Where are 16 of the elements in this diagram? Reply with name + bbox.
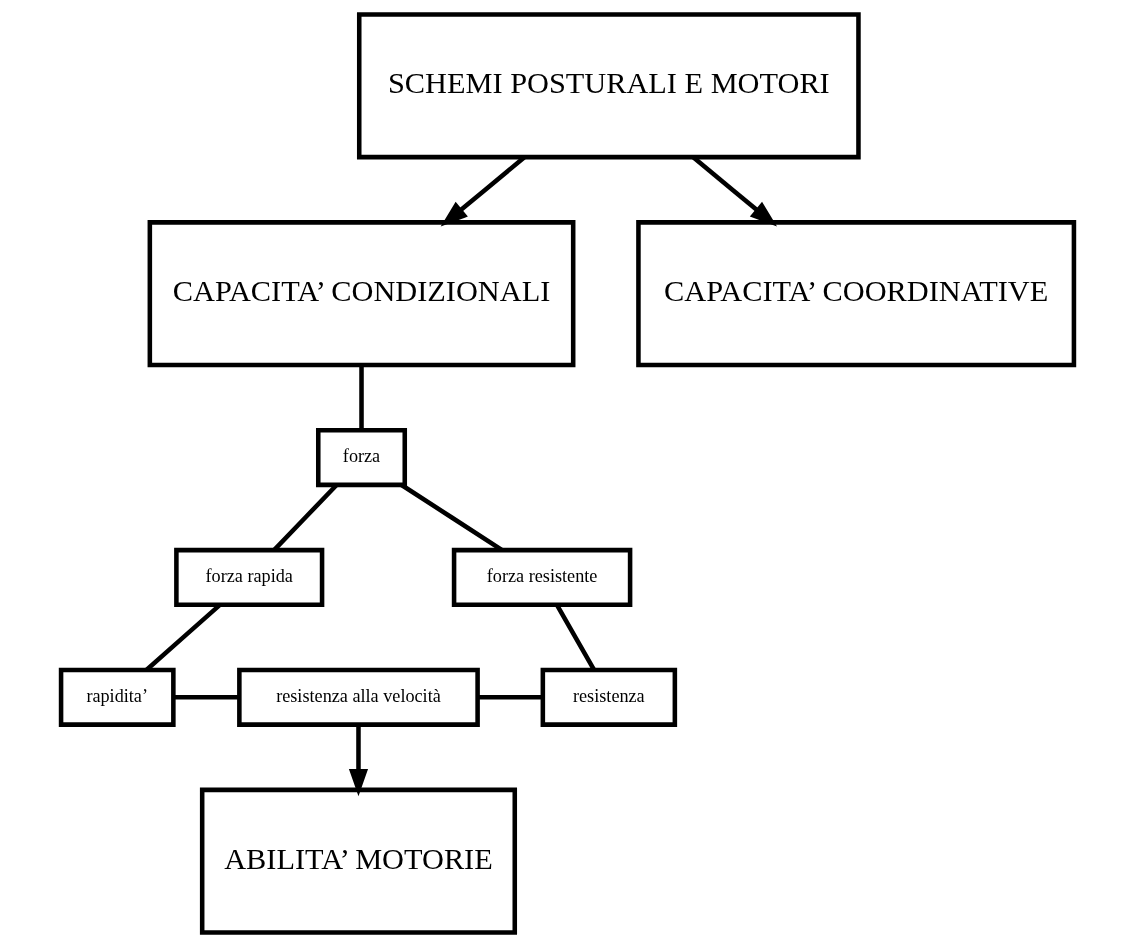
node-box: resistenza alla velocità [236, 667, 480, 727]
node-box: ABILITA’ MOTORIE [199, 787, 517, 935]
node-box: forza rapida [173, 547, 324, 608]
connector [271, 483, 338, 552]
node-box: rapidita’ [58, 667, 176, 727]
connector [173, 695, 239, 700]
arrow [348, 724, 368, 797]
node-box: CAPACITA’ COORDINATIVE [635, 220, 1076, 368]
node-box: CAPACITA’ CONDIZIONALI [147, 220, 575, 368]
node-box: forza [315, 427, 407, 488]
connector [358, 365, 364, 431]
node-box: resistenza [540, 667, 677, 727]
connector [554, 603, 596, 672]
node-box: SCHEMI POSTURALI E MOTORI [356, 12, 861, 160]
connector [477, 695, 543, 700]
node-box: forza resistente [451, 547, 632, 608]
